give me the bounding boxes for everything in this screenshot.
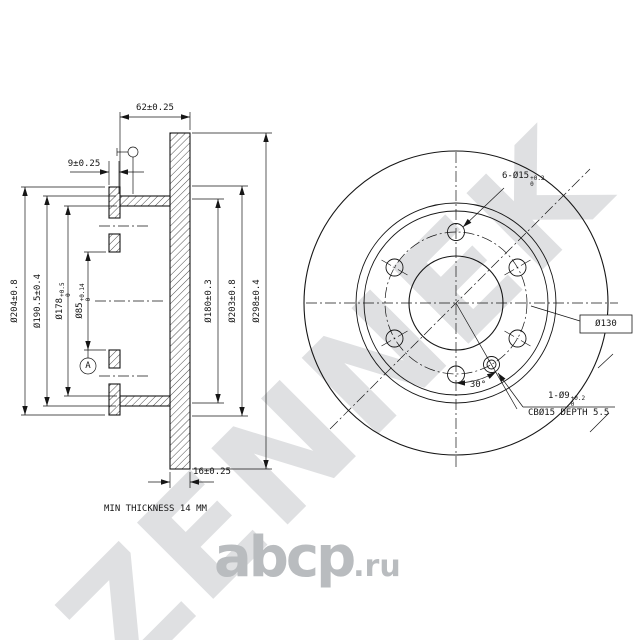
bolt-circle-pcd [384,231,528,375]
pcd-box-leader [530,305,581,322]
site-logo-tld: .ru [353,549,401,584]
flange-lower-b [108,383,121,416]
pin-hole-leader [497,372,524,408]
datum-a-circle [79,357,97,375]
disc-outer-circle [303,150,609,456]
site-logo: abcp.ru [214,530,401,586]
section-dimension-lines [21,112,272,488]
bolt-hole [385,329,404,348]
front-view [303,150,633,468]
flange-lower-a [108,349,121,369]
section-cut-line [329,168,591,430]
angle-arc [455,371,497,386]
bolt-holes-leader [462,187,505,228]
front-centerlines [306,152,618,468]
flange-upper-a [108,186,121,219]
hat-bottom-plate [119,395,171,407]
friction-ring-section [169,132,191,470]
bolt-hole [508,329,527,348]
section-centerlines [95,225,163,377]
section-view [21,112,272,488]
flange-upper-b [108,233,121,253]
front-dimension-lines [455,187,633,433]
runout-symbol [116,146,139,194]
pcd-dim-box [579,314,633,334]
bolt-hole [508,258,527,277]
bolt-hole [385,258,404,277]
section-cut-solid [108,132,191,470]
site-logo-name: abcp [214,525,356,590]
hat-top-plate [119,195,171,207]
